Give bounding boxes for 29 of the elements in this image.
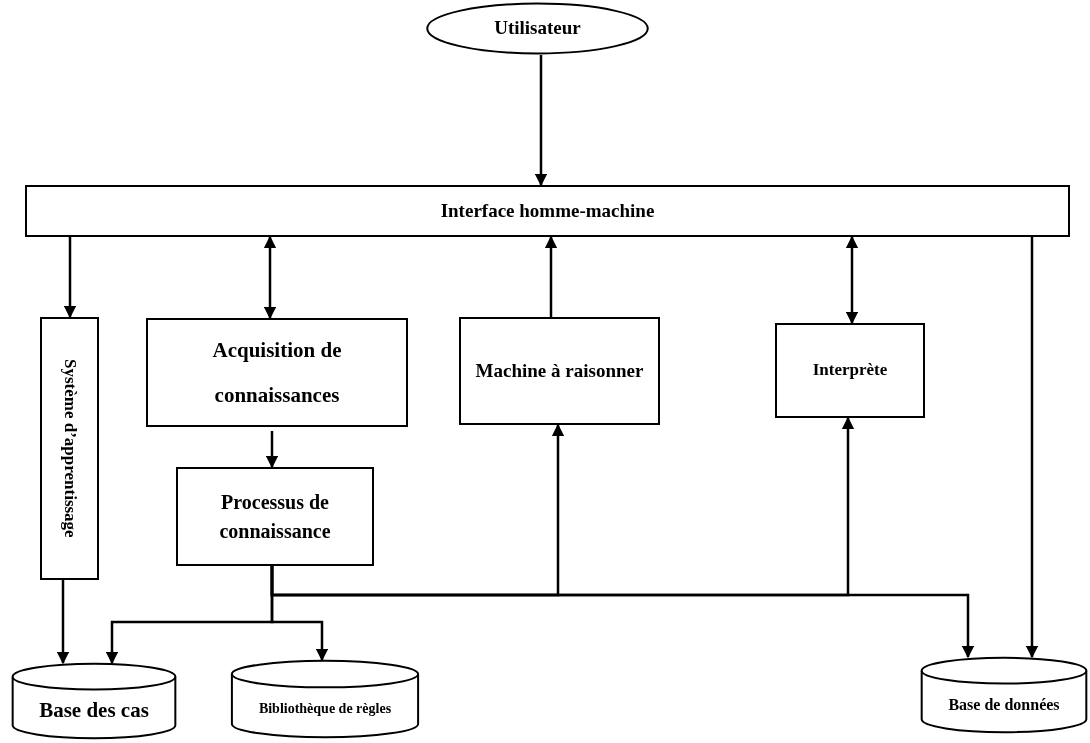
arrow [534,55,548,187]
arrow [270,566,975,659]
node-label: Base de données [948,695,1060,715]
node-label: Système d’apprentissage [60,359,79,538]
interface-bar [25,185,1070,237]
process-box [459,317,660,425]
node-label: Interprète [812,360,888,381]
node-label: Acquisition de connaissances [211,337,343,409]
process-box [146,318,408,427]
node-label: Machine à raisonner [475,359,644,384]
database-cylinder [920,657,1088,733]
process-box [40,317,99,580]
arrow [265,431,279,469]
node-label: Base des cas [39,697,149,724]
node-label: Interface homme-machine [440,199,655,223]
node-label: Processus de connaissance [218,489,332,544]
arrow [263,235,277,320]
arrow [1025,237,1039,659]
arrow [845,235,859,325]
database-cylinder [11,663,177,739]
arrow [544,235,558,317]
process-box [775,323,925,418]
node-label: Utilisateur [494,17,581,40]
database-cylinder [230,660,420,738]
node-label: Bibliothèque de règles [258,699,392,718]
process-box [176,467,374,566]
arrow [56,580,70,665]
arrow [63,237,77,319]
actor-ellipse [425,2,650,55]
